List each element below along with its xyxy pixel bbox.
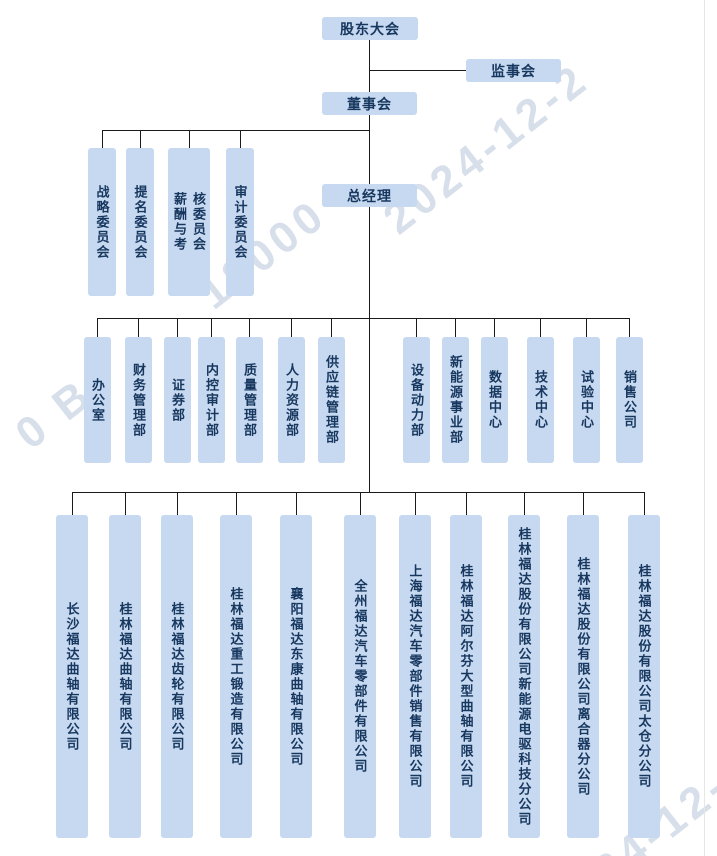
- node-department-internal-audit: 内控审计部: [198, 337, 225, 463]
- node-label: 质量管理部: [242, 362, 257, 438]
- connector-department-drop: [455, 318, 456, 337]
- connector-trunk-subsidiaries: [369, 318, 370, 492]
- node-label: 供应链管理部: [324, 355, 339, 445]
- node-subsidiary-changsha-fuda: 长沙福达曲轴有限公司: [56, 515, 88, 838]
- connector-department-drop: [494, 318, 495, 337]
- connector-committees-rail: [102, 130, 369, 131]
- node-department-securities: 证券部: [164, 337, 191, 463]
- connector-department-drop: [211, 318, 212, 337]
- node-subsidiary-guilin-fuda-alfing: 桂林福达阿尔芬大型曲轴有限公司: [450, 515, 482, 838]
- connector-committee-drop: [102, 130, 103, 148]
- node-subsidiary-clutch-branch: 桂林福达股份有限公司离合器分公司: [567, 515, 599, 838]
- connector-department-drop: [291, 318, 292, 337]
- node-committee-remuneration-appraisal: 薪酬与考核委员会: [168, 148, 210, 296]
- node-label: 全州福达汽车零部件有限公司: [352, 579, 368, 774]
- node-subsidiary-xiangyang-fuda: 襄阳福达东康曲轴有限公司: [280, 515, 312, 838]
- connector-department-drop: [629, 318, 630, 337]
- node-label: 桂林福达重工锻造有限公司: [228, 586, 244, 767]
- node-label: 桂林福达齿轮有限公司: [169, 601, 185, 752]
- node-label: 上海福达汽车零部件销售有限公司: [407, 564, 423, 789]
- node-department-new-energy: 新能源事业部: [442, 337, 469, 463]
- node-label: 襄阳福达东康曲轴有限公司: [288, 586, 304, 767]
- node-label: 审计委员会: [232, 184, 248, 260]
- connector-subsidiary-drop: [72, 492, 73, 515]
- node-committee-strategy: 战略委员会: [88, 148, 116, 296]
- connector-departments-rail: [97, 318, 629, 319]
- node-label: 桂林福达阿尔芬大型曲轴有限公司: [458, 564, 474, 789]
- node-subsidiary-guilin-fuda-crankshaft: 桂林福达曲轴有限公司: [109, 515, 141, 838]
- node-department-hr: 人力资源部: [278, 337, 305, 463]
- node-label: 战略委员会: [94, 184, 110, 260]
- connector-subsidiary-drop: [466, 492, 467, 515]
- node-shareholders-meeting: 股东大会: [322, 17, 418, 40]
- connector-department-drop: [416, 318, 417, 337]
- connector-shareholders-board: [369, 40, 370, 92]
- connector-committee-drop: [140, 130, 141, 148]
- page-edge: [704, 0, 705, 856]
- watermark-fragment: 2024-12-2: [374, 54, 599, 244]
- connector-department-drop: [138, 318, 139, 337]
- node-label: 桂林福达股份有限公司离合器分公司: [575, 556, 591, 797]
- connector-department-drop: [249, 318, 250, 337]
- connector-subsidiary-drop: [583, 492, 584, 515]
- node-subsidiary-quanzhou-fuda: 全州福达汽车零部件有限公司: [344, 515, 376, 838]
- node-department-finance: 财务管理部: [125, 337, 152, 463]
- connector-department-drop: [540, 318, 541, 337]
- connector-department-drop: [331, 318, 332, 337]
- node-committee-audit: 审计委员会: [226, 148, 254, 296]
- node-general-manager: 总经理: [322, 184, 417, 207]
- connector-subsidiaries-rail: [72, 492, 644, 493]
- node-department-testing-center: 试验中心: [573, 337, 600, 463]
- node-supervisory-board: 监事会: [466, 59, 561, 82]
- connector-board-gm: [369, 115, 370, 184]
- node-label: 人力资源部: [284, 362, 299, 438]
- node-board-of-directors: 董事会: [322, 92, 417, 115]
- connector-subsidiary-drop: [296, 492, 297, 515]
- connector-subsidiary-drop: [360, 492, 361, 515]
- node-label: 提名委员会: [132, 184, 148, 260]
- node-department-sales-company: 销售公司: [616, 337, 643, 463]
- node-committee-nomination: 提名委员会: [126, 148, 154, 296]
- node-department-supply-chain: 供应链管理部: [318, 337, 345, 463]
- node-label: 薪酬与考核委员会: [172, 192, 206, 252]
- node-label: 财务管理部: [131, 362, 146, 438]
- node-department-data-center: 数据中心: [481, 337, 508, 463]
- node-subsidiary-taicang-branch: 桂林福达股份有限公司太仓分公司: [628, 515, 660, 838]
- node-subsidiary-guilin-fuda-gear: 桂林福达齿轮有限公司: [161, 515, 193, 838]
- connector-committee-drop: [240, 130, 241, 148]
- connector-subsidiary-drop: [125, 492, 126, 515]
- node-label: 技术中心: [533, 370, 548, 430]
- node-department-technology-center: 技术中心: [527, 337, 554, 463]
- node-subsidiary-new-energy-edrive-branch: 桂林福达股份有限公司新能源电驱科技分公司: [508, 515, 540, 838]
- connector-department-drop: [586, 318, 587, 337]
- node-department-general-office: 办公室: [84, 337, 111, 463]
- node-label: 桂林福达股份有限公司太仓分公司: [636, 564, 652, 789]
- connector-subsidiary-drop: [177, 492, 178, 515]
- node-subsidiary-guilin-fuda-forging: 桂林福达重工锻造有限公司: [220, 515, 252, 838]
- connector-department-drop: [97, 318, 98, 337]
- node-department-quality: 质量管理部: [236, 337, 263, 463]
- connector-department-drop: [177, 318, 178, 337]
- connector-committee-drop: [189, 130, 190, 148]
- watermark-fragment: 18000: [189, 189, 336, 319]
- connector-subsidiary-drop: [415, 492, 416, 515]
- node-label: 内控审计部: [204, 362, 219, 438]
- connector-subsidiary-drop: [236, 492, 237, 515]
- node-label: 长沙福达曲轴有限公司: [64, 601, 80, 752]
- node-label: 设备动力部: [409, 362, 424, 438]
- connector-subsidiary-drop: [524, 492, 525, 515]
- node-label: 证券部: [170, 377, 185, 423]
- connector-gm-departments: [369, 207, 370, 318]
- node-label: 办公室: [90, 377, 105, 423]
- node-label: 新能源事业部: [448, 355, 463, 445]
- connector-subsidiary-drop: [644, 492, 645, 515]
- node-department-equipment-power: 设备动力部: [403, 337, 430, 463]
- node-label: 销售公司: [622, 370, 637, 430]
- node-label: 桂林福达曲轴有限公司: [117, 601, 133, 752]
- connector-supervisory-branch: [369, 70, 466, 71]
- node-label: 桂林福达股份有限公司新能源电驱科技分公司: [516, 526, 532, 827]
- node-label: 试验中心: [579, 370, 594, 430]
- node-subsidiary-shanghai-fuda: 上海福达汽车零部件销售有限公司: [399, 515, 431, 838]
- node-label: 数据中心: [487, 370, 502, 430]
